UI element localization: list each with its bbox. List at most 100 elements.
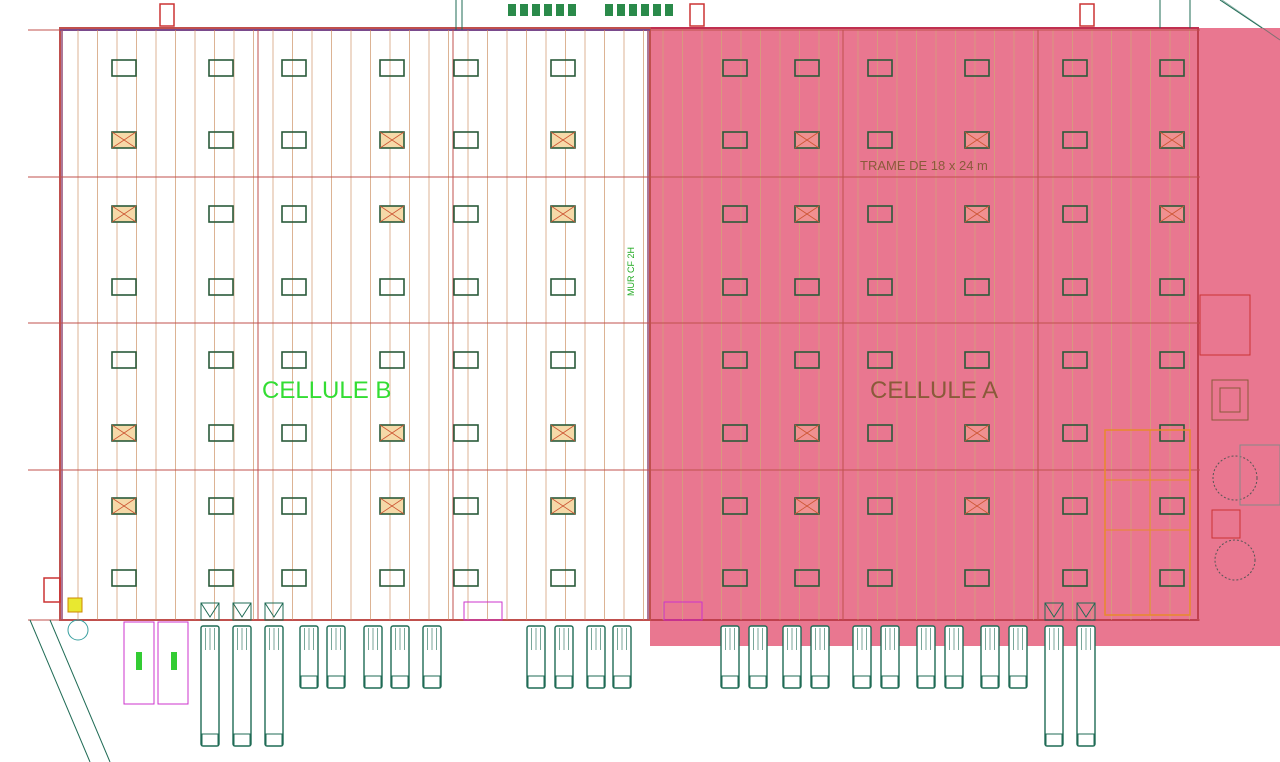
skylight-icon (964, 569, 990, 587)
skylight-icon (1062, 205, 1088, 223)
truck-icon (612, 625, 632, 689)
truck-icon (586, 625, 606, 689)
skylight-icon (208, 497, 234, 515)
skylights (111, 59, 1185, 587)
cell-a-area (650, 28, 1280, 646)
smoke-vent-icon (550, 424, 576, 442)
truck-icon (1044, 625, 1064, 747)
skylight-icon (1159, 59, 1185, 77)
smoke-vent-icon (379, 497, 405, 515)
smoke-vent-icon (1159, 131, 1185, 149)
smoke-vent-icon (794, 497, 820, 515)
skylight-icon (964, 351, 990, 369)
truck-icon (299, 625, 319, 689)
skylight-icon (453, 59, 479, 77)
truck-icon (944, 625, 964, 689)
truck-icon (720, 625, 740, 689)
truck-icon (390, 625, 410, 689)
structural-grid (28, 29, 1200, 621)
truck-icon (363, 625, 383, 689)
smoke-vent-icon (111, 497, 137, 515)
skylight-icon (867, 497, 893, 515)
smoke-vent-icon (111, 424, 137, 442)
smoke-vent-icon (550, 205, 576, 223)
smoke-vent-icon (964, 424, 990, 442)
skylight-icon (1062, 351, 1088, 369)
skylight-icon (208, 59, 234, 77)
skylight-icon (379, 569, 405, 587)
skylight-icon (281, 59, 307, 77)
smoke-vent-icon (379, 205, 405, 223)
office-block (1104, 294, 1280, 616)
smoke-vent-icon (379, 131, 405, 149)
skylight-icon (550, 59, 576, 77)
dock-door-icon (232, 602, 252, 621)
skylight-icon (281, 205, 307, 223)
truck-icon (526, 625, 546, 689)
stair-icon (1211, 379, 1249, 421)
truck-icon (264, 625, 284, 747)
truck-icon (916, 625, 936, 689)
grid-note-label: TRAME DE 18 x 24 m (860, 158, 988, 173)
smoke-vent-icon (379, 424, 405, 442)
skylight-icon (550, 569, 576, 587)
skylight-icon (281, 131, 307, 149)
skylight-icon (1159, 351, 1185, 369)
truck-icon (980, 625, 1000, 689)
truck-icon (810, 625, 830, 689)
skylight-icon (964, 278, 990, 296)
skylight-icon (722, 351, 748, 369)
dock-door-icon (1076, 602, 1096, 621)
skylight-icon (111, 59, 137, 77)
skylight-icon (281, 424, 307, 442)
skylight-icon (281, 278, 307, 296)
dock-door-icon (264, 602, 284, 621)
skylight-icon (1159, 569, 1185, 587)
skylight-icon (281, 569, 307, 587)
skylight-icon (208, 351, 234, 369)
truck-icon (1076, 625, 1096, 747)
dock-door-icon (1044, 602, 1064, 621)
tree-icon (1214, 539, 1256, 581)
skylight-icon (379, 351, 405, 369)
stair-icon (1079, 3, 1095, 27)
skylight-icon (867, 351, 893, 369)
skylight-icon (722, 497, 748, 515)
smoke-vent-icon (794, 205, 820, 223)
truck-icon (782, 625, 802, 689)
skylight-icon (794, 278, 820, 296)
cell-b-outline (59, 27, 651, 621)
skylight-icon (867, 59, 893, 77)
skylight-icon (453, 424, 479, 442)
skylight-icon (1159, 424, 1185, 442)
skylight-icon (1159, 497, 1185, 515)
smoke-vent-icon (550, 497, 576, 515)
skylight-icon (1062, 278, 1088, 296)
skylight-icon (1062, 424, 1088, 442)
tree-icon (1212, 455, 1258, 501)
skylight-icon (208, 424, 234, 442)
smoke-vent-icon (550, 131, 576, 149)
skylight-icon (111, 278, 137, 296)
cell-b-label: CELLULE B (262, 377, 391, 404)
truck-icon (554, 625, 574, 689)
skylight-icon (208, 131, 234, 149)
skylight-icon (379, 59, 405, 77)
smoke-vent-icon (964, 131, 990, 149)
smoke-vent-icon (964, 497, 990, 515)
skylight-icon (867, 278, 893, 296)
truck-icon (326, 625, 346, 689)
skylight-icon (208, 205, 234, 223)
skylight-icon (453, 278, 479, 296)
truck-icon (422, 625, 442, 689)
cell-a-label: CELLULE A (870, 377, 998, 404)
skylight-icon (794, 59, 820, 77)
stair-icon (689, 3, 705, 27)
skylight-icon (1062, 131, 1088, 149)
bike-shelters (123, 601, 703, 705)
skylight-icon (867, 131, 893, 149)
skylight-icon (1159, 278, 1185, 296)
truck-icon (232, 625, 252, 747)
skylight-icon (1062, 59, 1088, 77)
skylight-icon (281, 497, 307, 515)
